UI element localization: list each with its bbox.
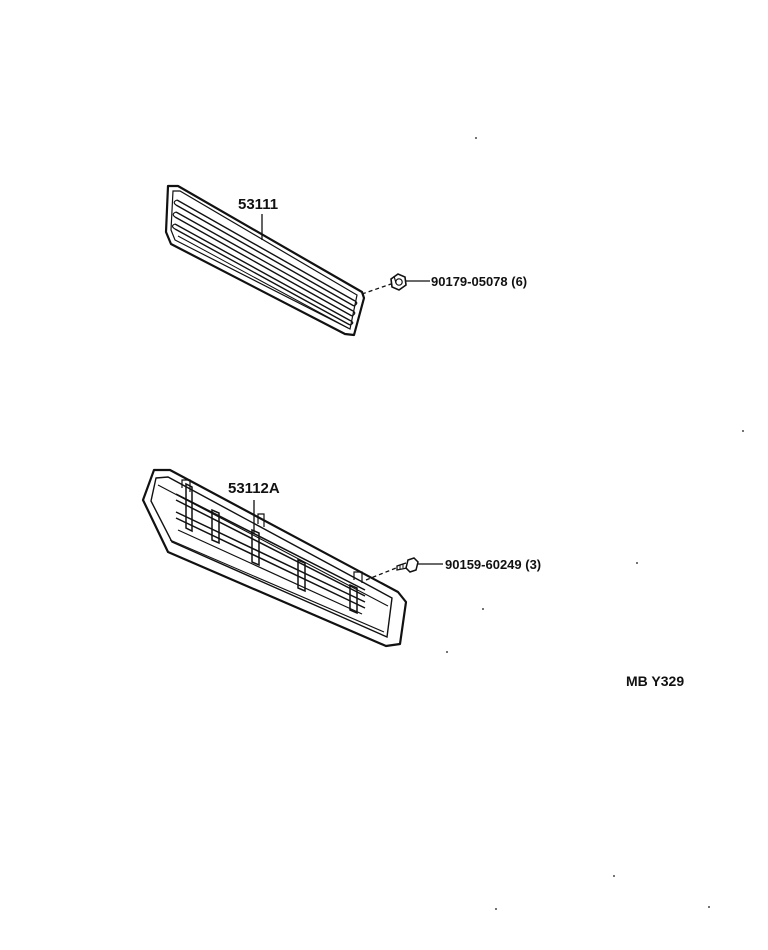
screw-icon	[365, 557, 443, 581]
scan-specks	[446, 137, 744, 910]
part-label-90179-05078: 90179-05078 (6)	[431, 274, 527, 289]
diagram-code: MB Y329	[626, 673, 684, 689]
part-label-53112a: 53112A	[228, 480, 280, 497]
part-label-90159-60249: 90159-60249 (3)	[445, 557, 541, 572]
clip-nut-icon	[361, 273, 430, 295]
upper-grille-53111	[164, 184, 366, 337]
part-label-53111: 53111	[238, 196, 278, 213]
lower-grille-53112a	[141, 468, 408, 648]
